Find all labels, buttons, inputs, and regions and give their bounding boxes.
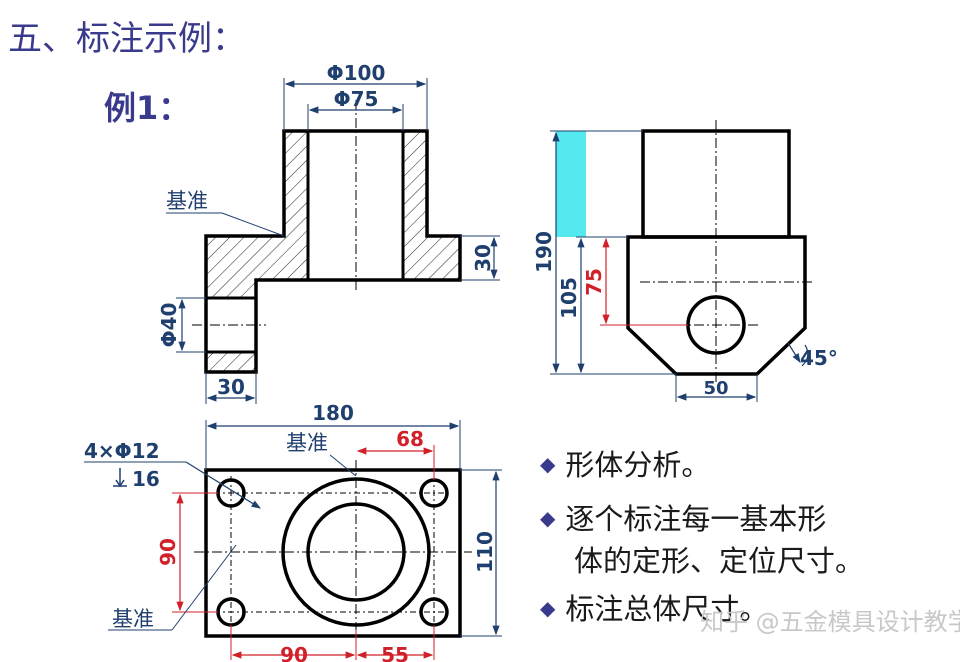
dim-105: 105 [557, 277, 581, 319]
example-title: 例1： [104, 89, 191, 127]
label-datum-front: 基准 [166, 189, 208, 213]
front-view [166, 78, 500, 404]
bullet-3: ◆标注总体尺寸。 [540, 592, 769, 626]
dim-phi40: Φ40 [157, 303, 181, 348]
depth-symbol-icon [113, 468, 127, 488]
dim-110: 110 [473, 531, 497, 573]
dim-75: 75 [582, 268, 606, 296]
bullet-2-line-2: 体的定形、定位尺寸。 [574, 544, 865, 578]
page-title: 五、标注示例： [8, 19, 246, 59]
dim-45deg: 45° [800, 346, 838, 370]
dim-50: 50 [703, 378, 728, 399]
highlight-band [556, 131, 586, 237]
dim-180: 180 [312, 401, 354, 425]
holes-spec: 4×Φ12 [84, 439, 160, 463]
diamond-icon: ◆ [540, 452, 556, 476]
dim-68: 68 [396, 427, 424, 451]
holes-depth: 16 [132, 467, 160, 491]
diamond-icon: ◆ [540, 596, 556, 620]
bullet-1: ◆形体分析。 [540, 448, 711, 482]
dim-bottom-30: 30 [217, 375, 245, 399]
dim-190: 190 [532, 231, 556, 273]
label-datum-left: 基准 [112, 607, 154, 631]
dim-90-vertical: 90 [156, 538, 180, 566]
watermark: 知乎 @五金模具设计教学 [700, 608, 960, 636]
dim-phi100: Φ100 [327, 61, 386, 85]
dim-phi75: Φ75 [334, 87, 379, 111]
bullet-2: ◆逐个标注每一基本形 [540, 502, 827, 536]
label-datum-top: 基准 [286, 431, 328, 455]
side-view [550, 120, 815, 402]
dim-flange-height: 30 [471, 244, 495, 272]
diamond-icon: ◆ [540, 506, 556, 530]
dim-90-horizontal: 90 [280, 643, 308, 662]
top-view [84, 420, 502, 660]
dim-55: 55 [381, 643, 409, 662]
